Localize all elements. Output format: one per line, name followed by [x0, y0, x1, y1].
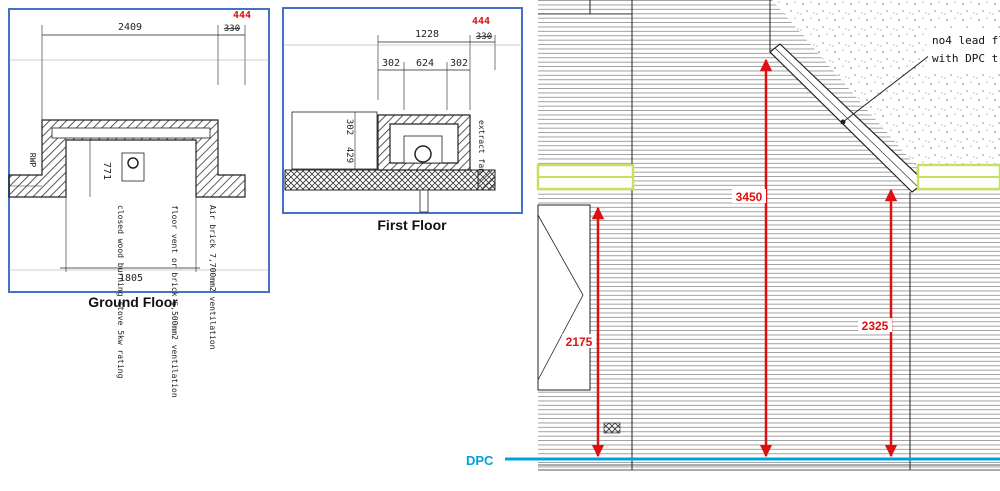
gf-dim-top: 2409: [118, 22, 142, 33]
ff-dim-b: 624: [416, 58, 434, 69]
ff-return-wall: [477, 169, 496, 191]
gf-inner-lining: [51, 127, 211, 139]
dim-left: 2175: [566, 335, 593, 349]
elevation-window: [537, 204, 591, 391]
roof-pitch-line: [774, 47, 919, 188]
note-leader-dot: [840, 119, 846, 125]
ground-floor-plan: 2409 330 444 771 RWP closed wood burning…: [8, 8, 270, 398]
ff-side-box: [291, 111, 378, 170]
elevation-note-line1: no4 lead fla: [932, 34, 1000, 47]
gf-label-rwp: RWP: [28, 153, 37, 168]
dim-right: 2325: [862, 319, 889, 333]
dim-label-bg: [858, 318, 892, 332]
ff-pipe: [419, 189, 429, 213]
gf-dim-bottom: 1805: [119, 273, 143, 284]
ff-dim-top: 1228: [415, 29, 439, 40]
window-opening-lines: [537, 214, 584, 381]
ff-caption: First Floor: [377, 217, 447, 233]
gf-label-air-brick: Air brick 7,700mm2 ventilation: [208, 205, 217, 350]
ff-flue-circle: [414, 145, 432, 163]
gf-label-stove: closed wood burning stove 5kw rating: [116, 205, 125, 379]
gf-dim-side-old: 330: [224, 24, 240, 34]
note-leader-line: [842, 54, 931, 123]
gf-dim-depth: 771: [101, 162, 112, 180]
ff-dim-side-new: 444: [472, 16, 490, 27]
elevation-drawing: no4 lead fla with DPC tr DPC 2175 3450 2…: [466, 0, 1000, 471]
air-brick: [603, 422, 621, 434]
ff-label-extract: extract fan: [477, 120, 486, 173]
ff-dim-v2: 429: [344, 147, 354, 163]
dim-mid: 3450: [736, 190, 763, 204]
gf-dim-side-new: 444: [233, 10, 251, 21]
ff-dim-v1: 302: [344, 119, 354, 135]
ff-dim-side-old: 330: [476, 32, 492, 42]
gf-label-floor-vent: floor vent or brick 6,500mm2 ventilation: [170, 205, 179, 398]
dpc-label: DPC: [466, 453, 494, 468]
ff-dim-c: 302: [450, 58, 468, 69]
gf-flue-circle: [127, 157, 139, 169]
ff-dim-a: 302: [382, 58, 400, 69]
dim-label-bg: [562, 334, 596, 348]
dim-label-bg: [732, 189, 766, 203]
note-background: [928, 28, 1000, 70]
elevation-note-line2: with DPC tr: [932, 52, 1000, 65]
ff-wall-strip: [284, 169, 496, 191]
gf-caption: Ground Floor: [88, 294, 178, 310]
first-floor-plan: 1228 330 444 302 624 302 302 429 extract…: [282, 7, 523, 233]
